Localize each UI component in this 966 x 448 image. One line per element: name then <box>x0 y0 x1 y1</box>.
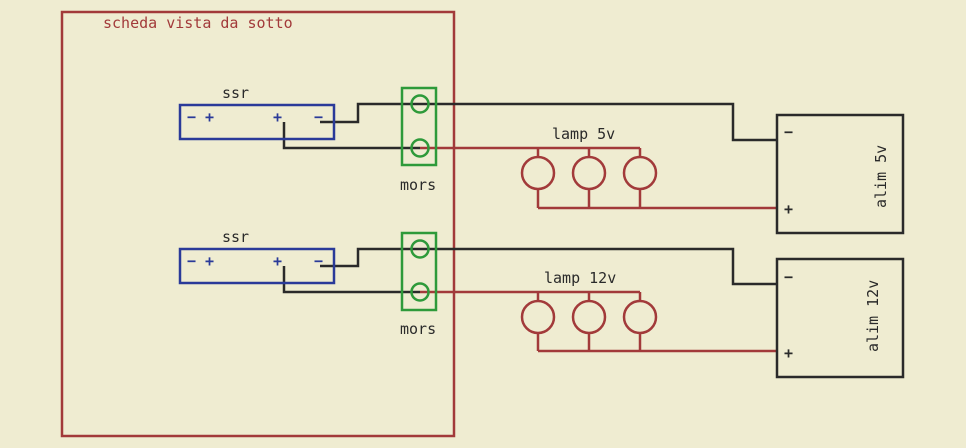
terminal-screw <box>410 282 430 302</box>
ssr-pin-plus: + <box>205 252 214 270</box>
ssr-box <box>178 103 336 141</box>
ssr-pin-minus: − <box>314 108 323 126</box>
lamps-label: lamp 12v <box>544 269 616 287</box>
ssr-pin-plus: + <box>205 108 214 126</box>
board-label: scheda vista da sotto <box>103 14 293 32</box>
wire-ssr-minus-to-supply-minus <box>320 247 777 286</box>
lamp-icon <box>520 299 556 335</box>
ssr-pin-minus: − <box>187 252 196 270</box>
lamp-icon <box>622 155 658 191</box>
supply-plus: + <box>784 344 793 362</box>
ssr-pin-plus: + <box>273 252 282 270</box>
wire-ssr-plus-to-terminal <box>282 122 420 150</box>
supply-label: alim 12v <box>864 280 882 352</box>
channel-5v: ssr − + + − mors lamp 5v − + alim 5v <box>178 84 905 235</box>
supply-minus: − <box>784 123 793 141</box>
lamp-icon <box>571 299 607 335</box>
power-supply-box <box>775 257 905 379</box>
terminal-block <box>400 86 438 167</box>
wire-ssr-minus-to-supply-minus <box>320 102 777 142</box>
terminal-screw <box>410 94 430 114</box>
power-supply-box <box>775 113 905 235</box>
ssr-pin-plus: + <box>273 108 282 126</box>
ssr-label: ssr <box>222 84 249 102</box>
terminal-screw <box>410 138 430 158</box>
terminal-block <box>400 231 438 312</box>
supply-plus: + <box>784 200 793 218</box>
ssr-box <box>178 247 336 285</box>
lamp-icon <box>622 299 658 335</box>
board-outline <box>60 10 456 438</box>
lamps-label: lamp 5v <box>552 125 615 143</box>
terminal-screw <box>410 239 430 259</box>
channel-12v: ssr − + + − mors lamp 12v − + alim 12v <box>178 228 905 379</box>
supply-minus: − <box>784 268 793 286</box>
lamp-icon <box>571 155 607 191</box>
supply-label: alim 5v <box>872 145 890 208</box>
terminal-label: mors <box>400 176 436 194</box>
ssr-pin-minus: − <box>187 108 196 126</box>
wire-ssr-plus-to-terminal <box>282 266 420 294</box>
ssr-label: ssr <box>222 228 249 246</box>
terminal-label: mors <box>400 320 436 338</box>
lamp-icon <box>520 155 556 191</box>
ssr-pin-minus: − <box>314 252 323 270</box>
